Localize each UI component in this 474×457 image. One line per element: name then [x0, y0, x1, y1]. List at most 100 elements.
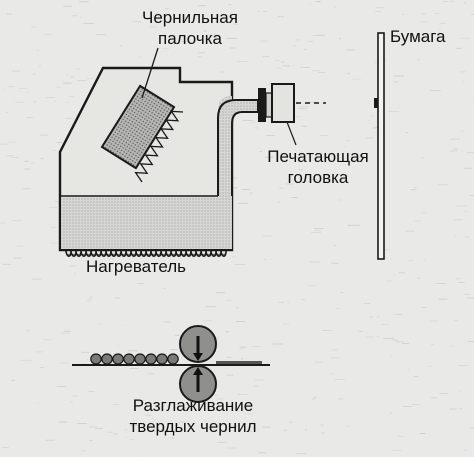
scan-noise: [254, 379, 264, 381]
scan-noise: [429, 320, 439, 322]
scan-noise: [402, 343, 409, 344]
scan-noise: [225, 331, 230, 333]
scan-noise: [180, 41, 187, 43]
scan-noise: [216, 292, 225, 294]
scan-noise: [449, 408, 457, 410]
scan-noise: [163, 321, 171, 323]
scan-noise: [300, 181, 310, 182]
scan-noise: [311, 399, 315, 401]
scan-noise: [0, 222, 6, 224]
scan-noise: [69, 265, 76, 267]
scan-noise: [56, 142, 63, 143]
ink-channel: [217, 99, 259, 196]
scan-noise: [117, 344, 119, 346]
scan-noise: [9, 155, 12, 157]
scan-noise: [333, 6, 337, 8]
scan-noise: [369, 316, 373, 318]
scan-noise: [33, 101, 37, 103]
scan-noise: [31, 278, 42, 280]
scan-noise: [275, 67, 282, 69]
scan-noise: [392, 449, 402, 451]
scan-noise: [317, 34, 325, 36]
scan-noise: [63, 330, 71, 332]
scan-noise: [284, 429, 287, 431]
scan-noise: [403, 406, 413, 407]
ink-bead: [90, 353, 102, 365]
scan-noise: [275, 59, 280, 61]
scan-noise: [260, 40, 268, 42]
scan-noise: [214, 337, 219, 339]
scan-noise: [365, 336, 374, 338]
scan-noise: [56, 86, 61, 88]
scan-noise: [421, 13, 426, 15]
pressure-arrow-down: [193, 336, 203, 361]
scan-noise: [1, 447, 9, 448]
scan-noise: [389, 412, 393, 414]
scan-noise: [107, 431, 113, 433]
scan-noise: [289, 421, 293, 423]
ink-bead: [101, 353, 113, 365]
scan-noise: [234, 264, 246, 265]
scan-noise: [229, 47, 236, 49]
scan-noise: [60, 332, 70, 334]
ink-bead: [167, 353, 179, 365]
scan-noise: [310, 3, 312, 5]
heater-label: Нагреватель: [86, 257, 187, 276]
scan-noise: [198, 52, 206, 54]
scan-noise: [456, 47, 462, 49]
scan-noise: [217, 441, 228, 443]
scan-noise: [301, 299, 305, 301]
pressure-arrow-up: [193, 367, 203, 392]
scan-noise: [417, 59, 420, 60]
scan-noise: [124, 429, 127, 431]
scan-noise: [232, 256, 235, 258]
ink-bead: [145, 353, 157, 365]
scan-noise: [463, 449, 467, 451]
scan-noise: [70, 76, 75, 78]
molten-ink: [61, 96, 232, 249]
scan-noise: [291, 197, 298, 198]
scan-noise: [372, 127, 381, 129]
scan-noise: [468, 341, 474, 342]
scan-noise: [198, 251, 207, 253]
scan-noise: [298, 108, 308, 110]
scan-noise: [113, 404, 119, 405]
scan-noise: [363, 303, 370, 304]
scan-noise: [250, 192, 253, 194]
ink-bead: [112, 353, 124, 365]
scan-noise: [198, 5, 206, 7]
scan-noise: [9, 141, 17, 143]
scan-noise: [395, 341, 404, 343]
scan-noise: [242, 120, 253, 121]
scan-noise: [462, 81, 465, 82]
scan-noise: [120, 45, 122, 47]
scan-noise: [170, 437, 176, 439]
scan-noise: [407, 368, 410, 370]
scan-noise: [434, 13, 440, 14]
scan-noise: [349, 224, 360, 226]
scan-noise: [254, 127, 259, 129]
ink-stick: [100, 84, 176, 170]
scan-noise: [455, 278, 461, 280]
scan-noise: [452, 148, 459, 150]
scan-noise: [64, 102, 70, 104]
scan-noise: [169, 349, 179, 350]
scan-noise: [333, 245, 336, 246]
scan-noise: [30, 162, 34, 164]
scan-noise: [26, 117, 33, 119]
scan-noise: [263, 259, 266, 260]
scan-noise: [75, 68, 80, 70]
scan-noise: [203, 320, 212, 322]
scan-noise: [148, 373, 154, 375]
scan-noise: [95, 428, 103, 430]
scan-noise: [281, 61, 285, 63]
scan-noise: [458, 408, 463, 410]
scan-noise: [429, 365, 432, 367]
scan-noise: [48, 207, 58, 208]
paper-label: Бумага: [390, 27, 446, 46]
scan-noise: [414, 220, 422, 222]
scan-noise: [431, 344, 434, 345]
scan-noise: [377, 316, 380, 318]
scan-noise: [35, 351, 43, 353]
